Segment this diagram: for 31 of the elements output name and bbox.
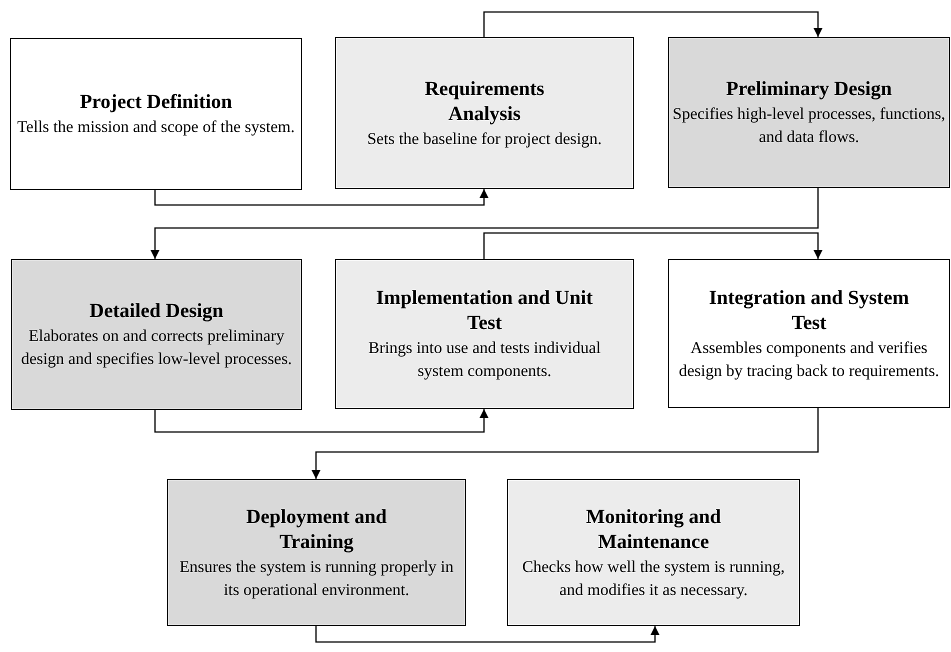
- box-title: Monitoring and Maintenance: [584, 504, 722, 554]
- box-description: Checks how well the system is running, and modifies it as necessary.: [521, 556, 786, 600]
- arrow: [154, 409, 488, 433]
- process-box: [10, 38, 302, 190]
- box-title: Detailed Design: [88, 299, 224, 324]
- arrow: [150, 188, 819, 259]
- box-description: Tells the mission and scope of the system.: [17, 116, 295, 138]
- box-title: Preliminary Design: [725, 77, 893, 102]
- box-description: Elaborates on and corrects preliminary design and specifies low-level processes.: [20, 325, 293, 370]
- arrow: [154, 189, 488, 206]
- arrow: [312, 408, 819, 479]
- process-box: [335, 37, 634, 189]
- box-description: Specifies high-level processes, functions, and data flows.: [672, 103, 946, 148]
- process-box: [11, 259, 302, 410]
- box-description: Sets the baseline for project design.: [367, 128, 602, 150]
- box-title: Project Definition: [78, 90, 234, 115]
- box-description: Assembles components and verifies design by tracing back to requirements.: [678, 336, 940, 382]
- box-title: Requirements Analysis: [424, 76, 546, 126]
- process-box: [668, 37, 950, 188]
- process-box: [335, 259, 634, 409]
- arrow: [315, 626, 660, 643]
- process-box: [668, 259, 950, 408]
- process-box: [507, 479, 800, 626]
- box-title: Integration and System Test: [708, 286, 910, 336]
- box-title: Deployment and Training: [245, 504, 388, 554]
- process-box: [167, 479, 466, 626]
- arrow: [483, 232, 822, 259]
- box-description: Brings into use and tests individual system components.: [367, 337, 602, 382]
- box-title: Implementation and Unit Test: [375, 286, 594, 336]
- box-description: Ensures the system is running properly in its operational environment.: [178, 556, 455, 600]
- arrow: [483, 11, 822, 37]
